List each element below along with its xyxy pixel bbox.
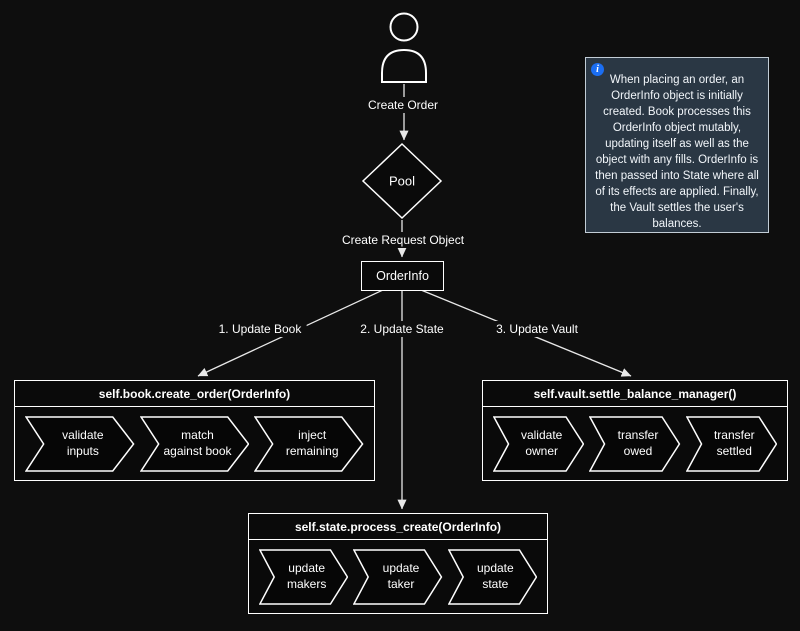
person-icon <box>381 12 427 83</box>
book-container: self.book.create_order(OrderInfo) valida… <box>14 380 375 481</box>
step-label: transfer settled <box>713 428 755 458</box>
chevron-shape-icon <box>25 416 135 472</box>
book-title: self.book.create_order(OrderInfo) <box>15 381 374 407</box>
step-label: transfer owed <box>617 428 659 458</box>
create-order-label: Create Order <box>362 97 444 113</box>
pool-diamond <box>361 142 443 220</box>
state-steps: update makers update taker update state <box>249 540 547 605</box>
step-label: inject remaining <box>285 428 339 458</box>
chevron-shape-icon <box>686 416 777 472</box>
chevron-shape-icon <box>259 549 348 605</box>
create-request-label: Create Request Object <box>336 232 470 248</box>
note-text: When placing an order, an OrderInfo obje… <box>595 74 759 230</box>
state-title: self.state.process_create(OrderInfo) <box>249 514 547 540</box>
chevron-shape-icon <box>254 416 364 472</box>
step-validate-owner: validate owner <box>493 416 584 472</box>
step-update-makers: update makers <box>259 549 348 605</box>
vault-container: self.vault.settle_balance_manager() vali… <box>482 380 788 481</box>
step-update-taker: update taker <box>353 549 442 605</box>
step-label: validate owner <box>520 428 563 458</box>
chevron-shape-icon <box>493 416 584 472</box>
branch-label-update-vault: 3. Update Vault <box>491 321 583 337</box>
step-validate-inputs: validate inputs <box>25 416 135 472</box>
step-label: validate inputs <box>62 428 104 458</box>
state-container: self.state.process_create(OrderInfo) upd… <box>248 513 548 614</box>
step-label: update taker <box>382 561 420 591</box>
branch-label-update-book: 1. Update Book <box>213 321 307 337</box>
step-label: update state <box>476 561 514 591</box>
step-label: match against book <box>163 428 232 458</box>
orderinfo-node: OrderInfo <box>361 261 444 291</box>
chevron-shape-icon <box>353 549 442 605</box>
step-inject-remaining: inject remaining <box>254 416 364 472</box>
step-match-against-book: match against book <box>140 416 250 472</box>
branch-label-update-state: 2. Update State <box>355 321 449 337</box>
vault-steps: validate owner transfer owed transfer se… <box>483 407 787 472</box>
chevron-shape-icon <box>589 416 680 472</box>
step-update-state: update state <box>448 549 537 605</box>
chevron-shape-icon <box>448 549 537 605</box>
vault-title: self.vault.settle_balance_manager() <box>483 381 787 407</box>
chevron-shape-icon <box>140 416 250 472</box>
explanation-note: i When placing an order, an OrderInfo ob… <box>585 57 769 233</box>
orderinfo-label: OrderInfo <box>376 269 429 283</box>
book-steps: validate inputs match against book injec… <box>15 407 374 472</box>
step-label: update makers <box>286 561 327 591</box>
step-transfer-owed: transfer owed <box>589 416 680 472</box>
pool-label: Pool <box>388 173 416 189</box>
info-icon: i <box>591 63 604 76</box>
step-transfer-settled: transfer settled <box>686 416 777 472</box>
